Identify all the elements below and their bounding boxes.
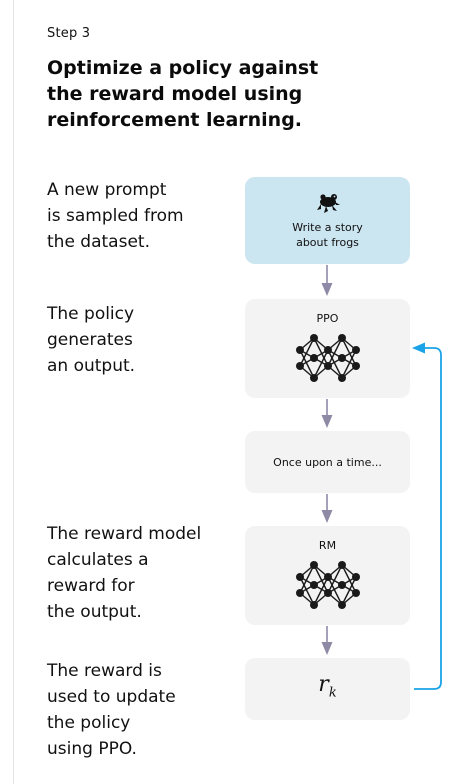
feedback-arrow bbox=[412, 342, 442, 690]
description-reward-calculated: The reward model calculates a reward for… bbox=[47, 524, 202, 622]
description-policy-generates: The policy generates an output. bbox=[47, 304, 136, 376]
description-policy-update: The reward is used to update the policy … bbox=[47, 661, 176, 759]
reward-symbol-base: r bbox=[318, 672, 329, 697]
step-label: Step 3 bbox=[47, 26, 91, 41]
neural-network-icon bbox=[295, 561, 360, 609]
reward-model-label: RM bbox=[318, 539, 337, 552]
arrow-prompt-to-policy bbox=[321, 265, 333, 296]
policy-box: PPO bbox=[245, 299, 410, 398]
neural-network-icon bbox=[295, 334, 360, 382]
arrow-rm-to-reward bbox=[321, 626, 333, 655]
prompt-box: Write a story about frogs bbox=[245, 177, 410, 264]
reward-symbol: rk bbox=[245, 672, 410, 700]
output-text: Once upon a time... bbox=[273, 456, 382, 469]
policy-label: PPO bbox=[316, 312, 339, 325]
output-box: Once upon a time... bbox=[245, 431, 410, 493]
left-divider bbox=[13, 0, 14, 784]
step-title: Optimize a policy against the reward mod… bbox=[47, 57, 319, 131]
reward-symbol-subscript: k bbox=[328, 685, 337, 701]
arrow-policy-to-output bbox=[321, 399, 333, 428]
description-prompt-sampled: A new prompt is sampled from the dataset… bbox=[47, 180, 184, 252]
frog-icon bbox=[317, 194, 340, 213]
prompt-text: Write a story about frogs bbox=[292, 221, 363, 249]
reward-model-box: RM bbox=[245, 526, 410, 625]
reward-box: rk bbox=[245, 658, 410, 720]
arrow-output-to-rm bbox=[321, 494, 333, 523]
